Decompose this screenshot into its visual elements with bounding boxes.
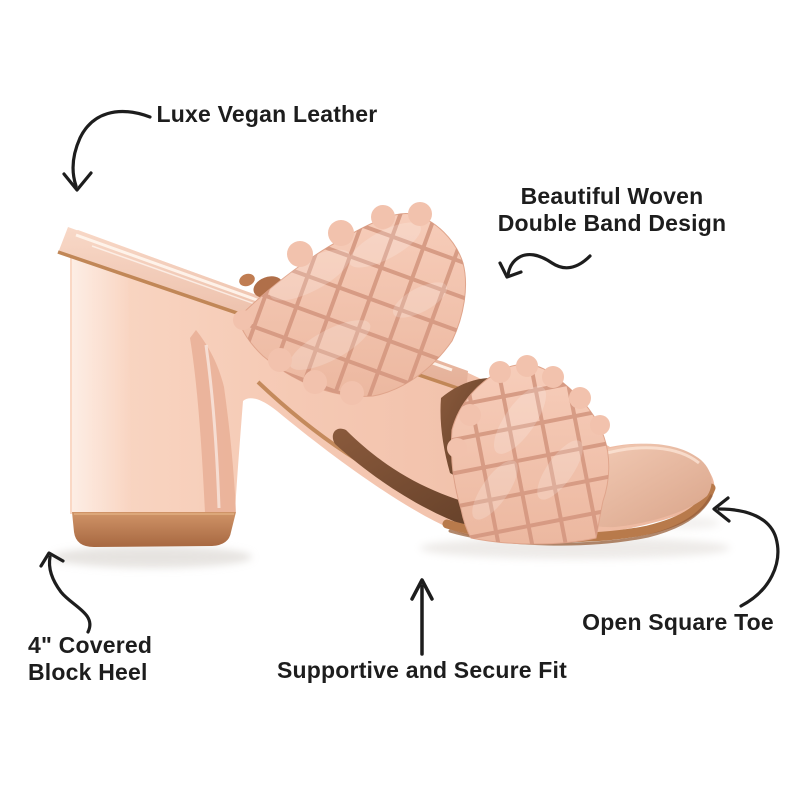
heel-sole: [72, 512, 236, 547]
callout-covered-block-heel: 4" Covered Block Heel: [28, 632, 152, 686]
callout-luxe-vegan-leather: Luxe Vegan Leather: [156, 101, 378, 127]
callout-woven-line2: Double Band Design: [497, 210, 727, 236]
arrow-to-block-heel: [39, 551, 92, 634]
arrow-to-open-toe: [712, 496, 780, 608]
callout-heel-line2: Block Heel: [28, 659, 148, 685]
arrow-to-heel-top: [62, 109, 152, 192]
callout-woven-line1: Beautiful Woven: [520, 183, 704, 209]
callout-supportive-secure-fit: Supportive and Secure Fit: [277, 657, 567, 683]
callout-heel-line1: 4" Covered: [28, 632, 153, 658]
callout-woven-double-band: Beautiful Woven Double Band Design: [498, 183, 727, 237]
woven-band-front: [447, 355, 610, 545]
arrow-to-footbed: [410, 578, 434, 656]
arrow-to-woven-band: [498, 252, 592, 279]
callout-open-square-toe: Open Square Toe: [582, 609, 774, 635]
